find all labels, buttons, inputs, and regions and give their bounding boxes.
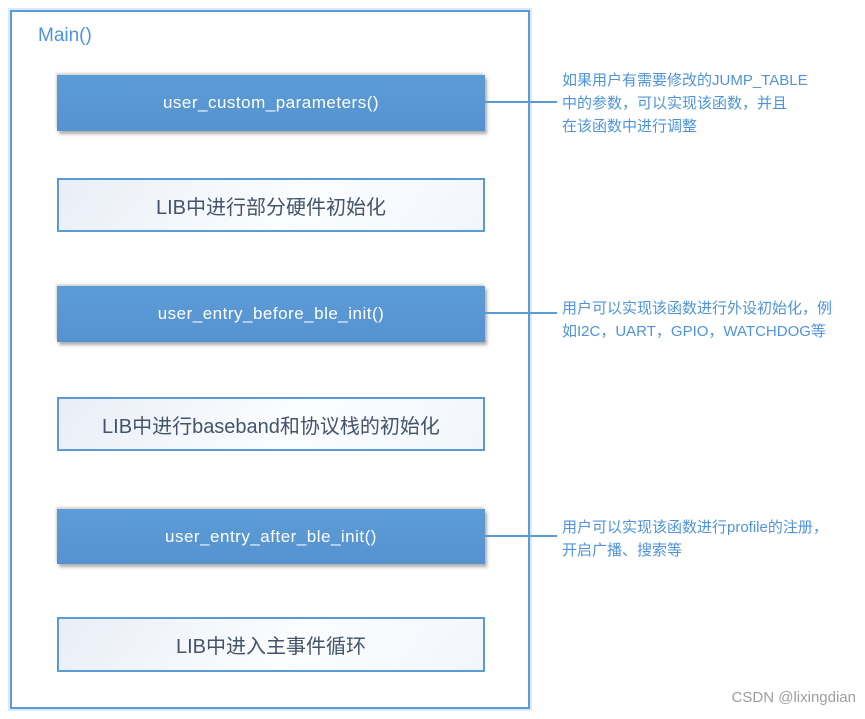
flow-box-lib-main-event-loop: LIB中进入主事件循环 [57, 617, 485, 672]
flow-box-label: LIB中进行baseband和协议栈的初始化 [102, 415, 440, 438]
connector-line-custom-parameters [485, 101, 557, 103]
annotation-custom-parameters: 如果用户有需要修改的JUMP_TABLE 中的参数，可以实现该函数，并且 在该函… [562, 72, 808, 135]
annotation-before-ble-init: 用户可以实现该函数进行外设初始化，例 如I2C，UART，GPIO，WATCHD… [562, 300, 833, 340]
flow-box-user-entry-after-ble-init: user_entry_after_ble_init() [57, 509, 485, 564]
flow-box-label: user_entry_before_ble_init() [157, 304, 385, 323]
csdn-watermark: CSDN @lixingdian [731, 689, 856, 706]
flow-box-label: user_entry_after_ble_init() [165, 526, 377, 546]
annotation-after-ble-init: 用户可以实现该函数进行profile的注册， 开启广播、搜索等 [562, 519, 828, 559]
flow-box-label: LIB中进入主事件循环 [175, 636, 367, 658]
flow-box-label: user_custom_parameters() [162, 93, 380, 112]
flow-box-user-custom-parameters: user_custom_parameters() [57, 75, 485, 131]
flow-box-user-entry-before-ble-init: user_entry_before_ble_init() [57, 286, 485, 342]
connector-line-before-ble-init [485, 312, 557, 314]
flow-box-lib-baseband-stack-init: LIB中进行baseband和协议栈的初始化 [57, 397, 485, 451]
main-function-label: Main() [38, 25, 92, 46]
flow-box-lib-hardware-init: LIB中进行部分硬件初始化 [57, 178, 485, 232]
flow-box-label: LIB中进行部分硬件初始化 [155, 196, 387, 219]
connector-line-after-ble-init [485, 535, 557, 537]
